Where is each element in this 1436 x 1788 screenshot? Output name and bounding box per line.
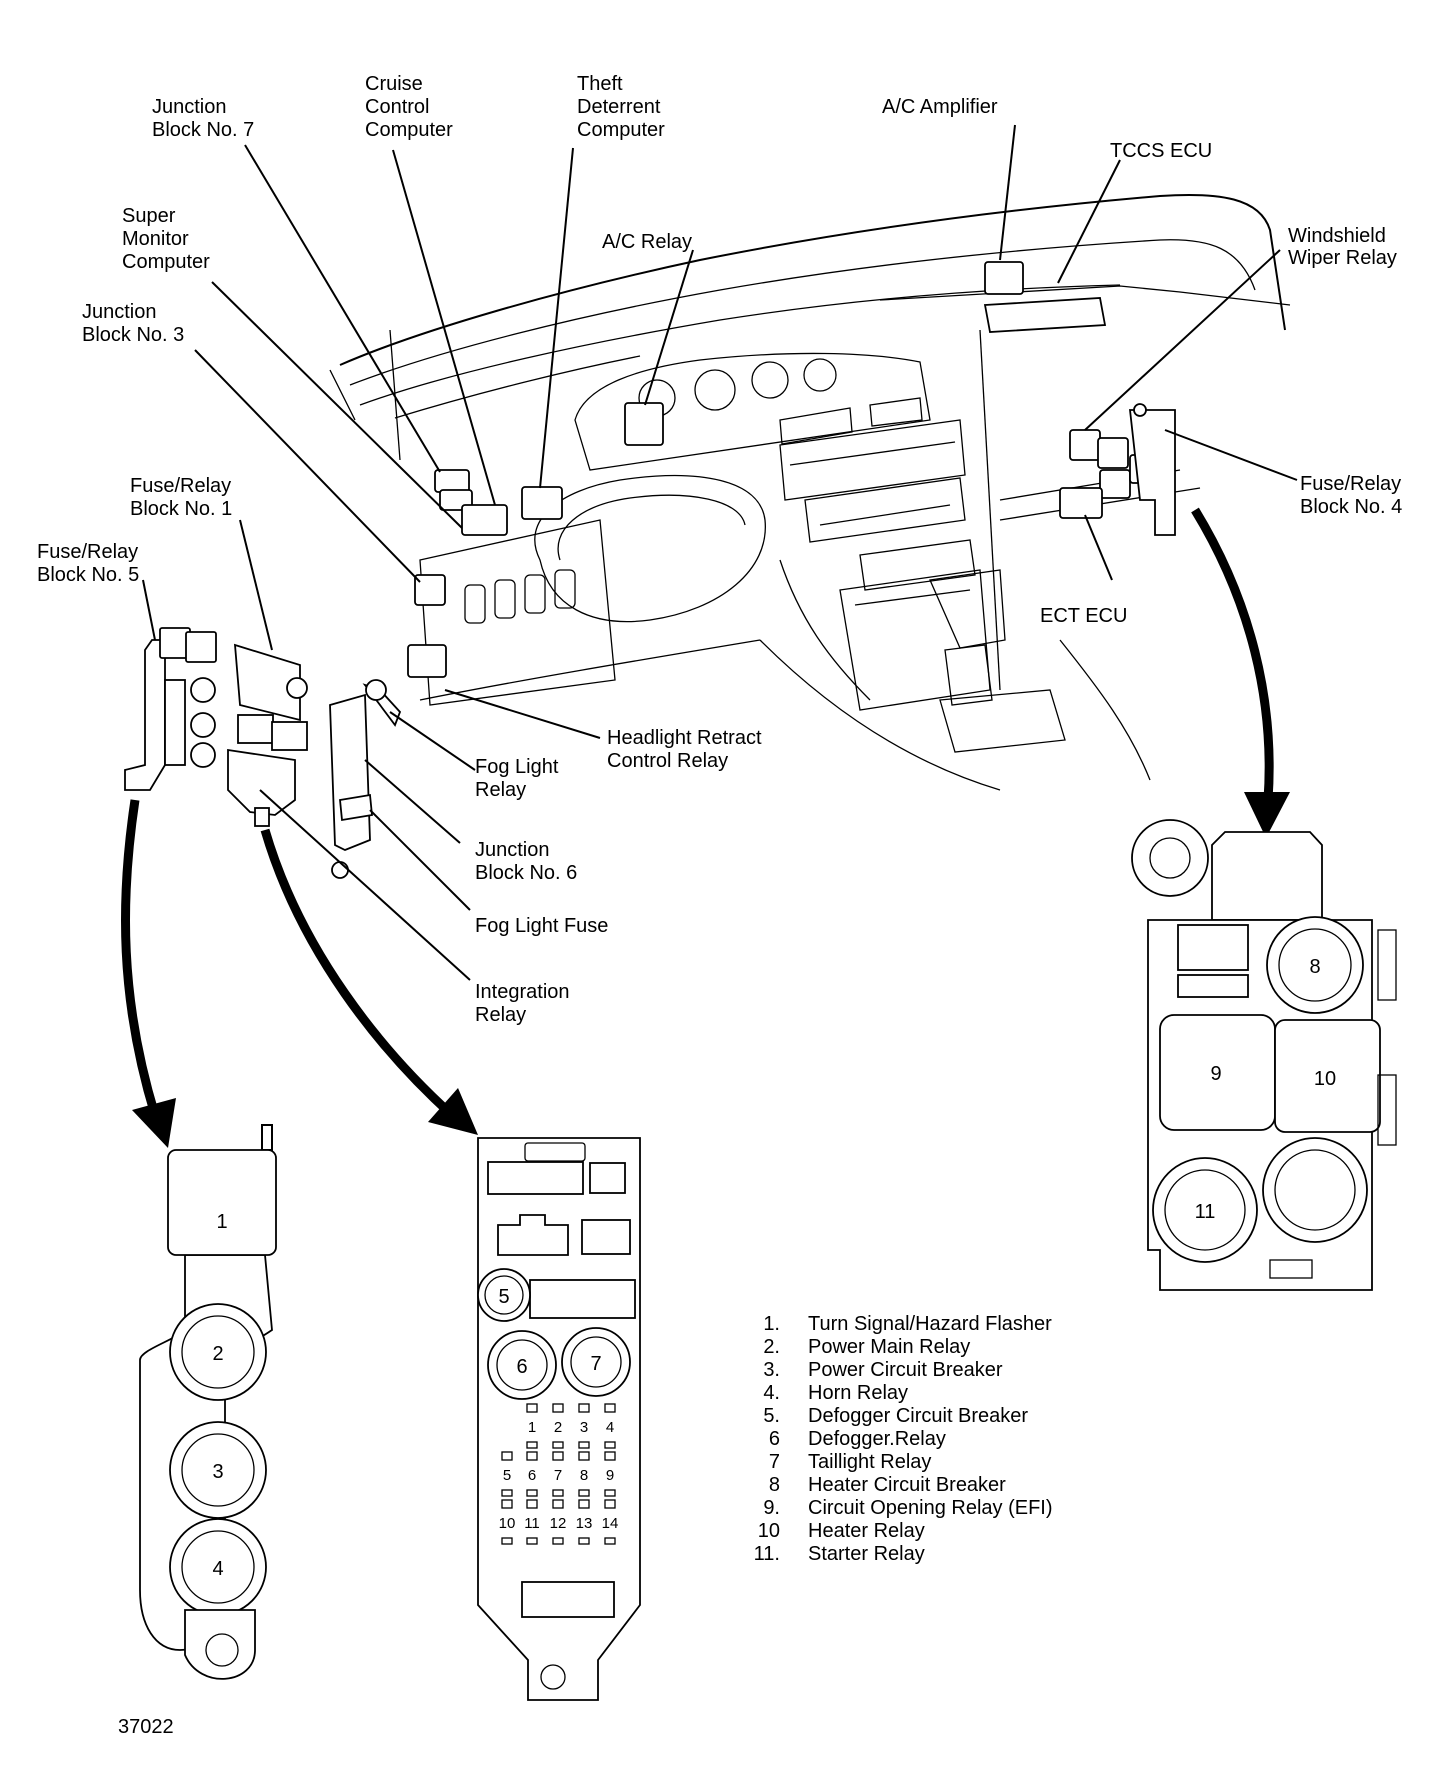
legend-item-3: 3.Power Circuit Breaker xyxy=(763,1359,1003,1381)
label-fuse-relay-block-1: Fuse/Relay Block No. 1 xyxy=(130,475,237,520)
label-headlight-retract-control-relay: Headlight Retract Control Relay xyxy=(607,727,767,772)
block4-number-8: 8 xyxy=(1309,956,1320,978)
label-fog-light-fuse: Fog Light Fuse xyxy=(475,915,608,937)
leader-lines xyxy=(142,124,1298,981)
block5-item-1 xyxy=(167,1149,277,1256)
fuse-slot-grid xyxy=(501,1403,616,1545)
label-junction-block-7: Junction Block No. 7 xyxy=(152,96,254,141)
fuse-number: 11 xyxy=(524,1515,540,1532)
fuse-relay-block-4-detail: 8 9 10 11 xyxy=(1131,819,1397,1291)
label-ac-relay: A/C Relay xyxy=(602,231,692,253)
figure-id: 37022 xyxy=(118,1716,174,1738)
ect-ecu-part xyxy=(1059,487,1103,519)
junction-block-3-part xyxy=(414,574,446,606)
block4-number-11: 11 xyxy=(1195,1201,1216,1223)
label-junction-block-6: Junction Block No. 6 xyxy=(475,839,577,884)
label-integration-relay: Integration Relay xyxy=(475,981,575,1026)
fuse-relay-block-4-part xyxy=(1128,409,1176,536)
fuse-number: 14 xyxy=(602,1515,619,1532)
fuse-numbers: 1 2 3 4 5 6 7 8 9 10 11 12 13 14 xyxy=(499,1419,619,1532)
block5-number-3: 3 xyxy=(212,1461,223,1483)
label-fuse-relay-block-4: Fuse/Relay Block No. 4 xyxy=(1300,473,1407,518)
theft-deterrent-computer-part xyxy=(521,486,563,520)
label-cruise-control-computer: Cruise Control Computer xyxy=(365,73,453,141)
fuse-number: 13 xyxy=(576,1515,593,1532)
fuse-number: 5 xyxy=(503,1467,511,1484)
ac-relay-part xyxy=(624,402,664,446)
fuse-number: 9 xyxy=(606,1467,614,1484)
callout-arrows xyxy=(120,507,1290,1148)
label-tccs-ecu: TCCS ECU xyxy=(1110,140,1212,162)
block1-number-6: 6 xyxy=(516,1356,527,1378)
fuse-number: 3 xyxy=(580,1419,588,1436)
legend-item-4: 4.Horn Relay xyxy=(763,1382,908,1404)
fuse-relay-block-5-detail: 1 2 3 4 xyxy=(139,1124,277,1680)
label-ect-ecu: ECT ECU xyxy=(1040,605,1127,627)
block-6-illustration xyxy=(329,679,402,879)
label-ac-amplifier: A/C Amplifier xyxy=(882,96,998,118)
block5-number-4: 4 xyxy=(212,1558,223,1580)
block5-number-1: 1 xyxy=(216,1211,227,1233)
label-fog-light-relay: Fog Light Relay xyxy=(475,756,564,801)
ac-amplifier-part xyxy=(984,261,1024,295)
cruise-control-computer-part xyxy=(461,504,508,536)
headlight-retract-control-relay-part xyxy=(407,644,447,678)
label-junction-block-3: Junction Block No. 3 xyxy=(82,301,184,346)
block4-number-9: 9 xyxy=(1210,1063,1221,1085)
legend-item-5: 5.Defogger Circuit Breaker xyxy=(763,1405,1028,1427)
label-windshield-wiper-relay: Windshield Wiper Relay xyxy=(1288,225,1397,269)
block-5-illustration xyxy=(124,627,217,791)
block1-number-5: 5 xyxy=(498,1286,509,1308)
fuse-number: 8 xyxy=(580,1467,588,1484)
tccs-ecu-part xyxy=(983,297,1107,333)
legend-item-9: 9.Circuit Opening Relay (EFI) xyxy=(763,1497,1052,1519)
fuse-number: 1 xyxy=(528,1419,536,1436)
block5-number-2: 2 xyxy=(212,1343,223,1365)
block1-number-7: 7 xyxy=(590,1353,601,1375)
fuse-number: 10 xyxy=(499,1515,516,1532)
fuse-number: 2 xyxy=(554,1419,562,1436)
dashboard-illustration xyxy=(329,193,1291,791)
fuse-number: 12 xyxy=(550,1515,567,1532)
fuse-number: 6 xyxy=(528,1467,536,1484)
fuse-relay-block-1-detail: 5 6 7 1 2 3 4 5 6 7 8 9 10 11 12 13 14 xyxy=(477,1137,641,1701)
label-fuse-relay-block-5: Fuse/Relay Block No. 5 xyxy=(37,541,144,586)
fuse-number: 7 xyxy=(554,1467,562,1484)
block4-number-10: 10 xyxy=(1314,1068,1336,1090)
legend-item-11: 11.Starter Relay xyxy=(754,1543,925,1565)
legend-item-2: 2.Power Main Relay xyxy=(763,1336,970,1358)
label-theft-deterrent-computer: Theft Deterrent Computer xyxy=(577,73,666,141)
legend-item-1: 1.Turn Signal/Hazard Flasher xyxy=(763,1313,1052,1335)
block-1-illustration xyxy=(227,643,308,827)
callout-labels: Junction Block No. 7 Cruise Control Comp… xyxy=(37,73,1407,1026)
label-super-monitor-computer: Super Monitor Computer xyxy=(122,205,210,273)
fuse-number: 4 xyxy=(606,1419,614,1436)
legend: 1.Turn Signal/Hazard Flasher 2.Power Mai… xyxy=(754,1313,1053,1565)
